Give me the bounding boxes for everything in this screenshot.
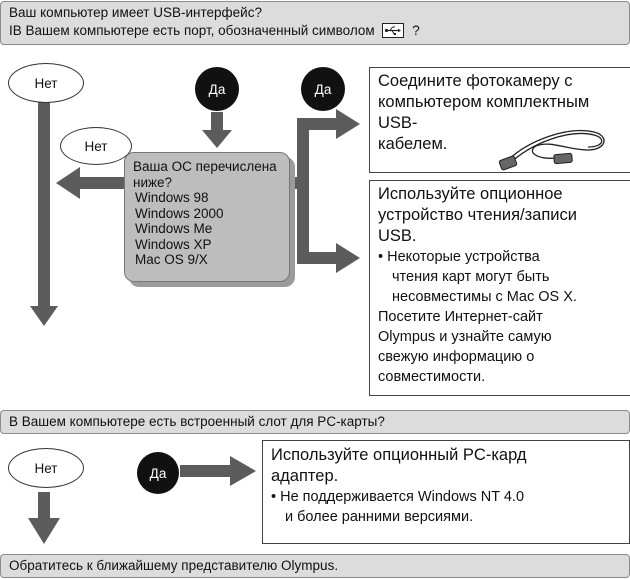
cable-instruction-box: Соедините фотокамеру с компьютером компл… — [369, 67, 630, 173]
os-item: Windows Me — [135, 221, 213, 236]
question-usb-bar: Ваш компьютер имеет USB-интерфейс? IВ Ва… — [0, 1, 630, 45]
no-oval-pc-card: Нет — [8, 448, 84, 488]
reader-instruction-box: Используйте опционное устройство чтения/… — [369, 180, 630, 396]
arrow-pc-no-down — [38, 492, 50, 522]
question-pc-card-bar: В Вашем компьютере есть встроенный слот … — [0, 410, 630, 434]
os-question-box: Ваша ОС перечислена ниже? Windows 98 Win… — [124, 152, 290, 282]
yes-dot-pc-card: Да — [137, 452, 179, 494]
os-item: Mac OS 9/X — [135, 252, 208, 267]
arrow-to-reader — [297, 252, 339, 264]
arrow-to-cable — [297, 118, 339, 130]
final-contact-bar: Обратитесь к ближайшему представителю Ol… — [0, 554, 630, 578]
yes-dot-direct: Да — [301, 67, 345, 111]
pc-card-bullet: • Не поддерживается Windows NT 4.0 — [271, 489, 525, 505]
question-usb-line2: IВ Вашем компьютере есть порт, обозначен… — [9, 23, 420, 38]
pc-card-instruction-box: Используйте опционный PC-кард адаптер. •… — [262, 440, 630, 544]
arrow-no-down — [38, 98, 50, 308]
arrow-yes-down — [211, 112, 223, 132]
os-item: Windows XP — [135, 236, 212, 252]
reader-bullet: • Некоторые устройства — [378, 249, 540, 265]
arrow-os-left — [78, 177, 124, 189]
no-oval-os: Нет — [60, 127, 132, 165]
no-oval-usb: Нет — [8, 63, 84, 103]
os-item: Windows 2000 — [135, 205, 224, 221]
question-usb-line1: Ваш компьютер имеет USB-интерфейс? — [9, 5, 262, 20]
os-question-title: Ваша ОС перечислена ниже? — [133, 159, 277, 190]
yes-dot-os: Да — [195, 67, 239, 111]
usb-cable-icon — [498, 129, 605, 171]
arrow-pc-yes — [180, 465, 232, 477]
os-item: Windows 98 — [135, 190, 209, 205]
usb-port-icon — [382, 23, 405, 38]
